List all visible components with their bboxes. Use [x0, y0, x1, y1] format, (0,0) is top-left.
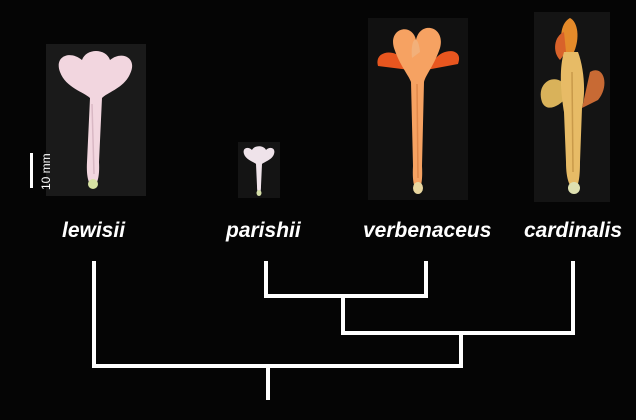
tree-clade-parishii-verbenaceus	[266, 263, 426, 296]
tree-clade-root-join	[94, 263, 461, 366]
